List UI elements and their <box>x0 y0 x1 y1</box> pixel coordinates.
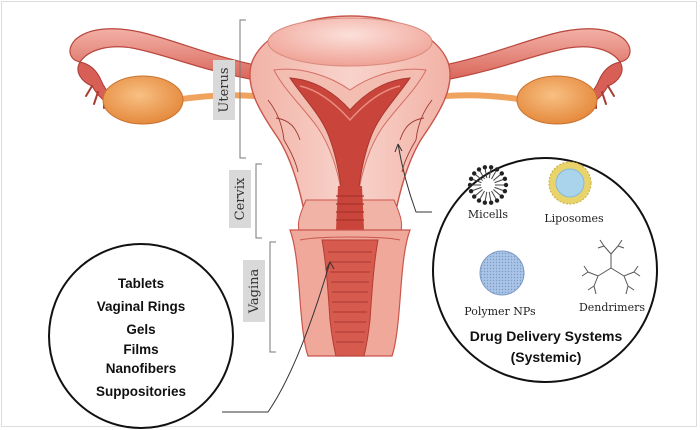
micelle-head <box>500 194 504 198</box>
micelle-head <box>503 177 507 181</box>
micelle-head <box>472 171 476 175</box>
systemic-title-line2: (Systemic) <box>511 349 582 365</box>
polymer-np-icon <box>480 251 524 295</box>
micelle-head <box>483 201 487 205</box>
micelle-head <box>503 189 507 193</box>
micelle-head <box>489 201 493 205</box>
cervix-label: Cervix <box>233 177 248 220</box>
vaginal-rings-label: Vaginal Rings <box>97 299 186 314</box>
vagina <box>290 230 410 356</box>
films-label: Films <box>123 342 158 357</box>
tablets-label: Tablets <box>118 276 164 291</box>
micelle-head <box>500 171 504 175</box>
liposome-icon <box>549 162 591 204</box>
polymer-nps-label: Polymer NPs <box>464 305 536 318</box>
micelle-head <box>469 177 473 181</box>
micelle-head <box>477 198 481 202</box>
micelle-head <box>504 183 508 187</box>
right-ovary <box>517 76 597 124</box>
micelle-head <box>472 194 476 198</box>
vagina-label: Vagina <box>247 268 262 314</box>
micells-label: Micells <box>468 208 508 221</box>
dendrimers-label: Dendrimers <box>579 301 645 314</box>
systemic-title-line1: Drug Delivery Systems <box>470 328 623 344</box>
micelle-head <box>477 167 481 171</box>
micelle-head <box>468 183 472 187</box>
micelle-head <box>495 167 499 171</box>
liposomes-label: Liposomes <box>544 212 604 225</box>
micelle-head <box>483 165 487 169</box>
gels-label: Gels <box>126 322 155 337</box>
micelle-head <box>495 198 499 202</box>
left-ovary <box>103 76 183 124</box>
nanofibers-label: Nanofibers <box>106 361 177 376</box>
right-ovarian-ligament <box>445 95 525 100</box>
micelle-head <box>469 189 473 193</box>
suppositories-label: Suppositories <box>96 384 186 399</box>
micelle-head <box>489 165 493 169</box>
uterus-label: Uterus <box>217 67 232 112</box>
